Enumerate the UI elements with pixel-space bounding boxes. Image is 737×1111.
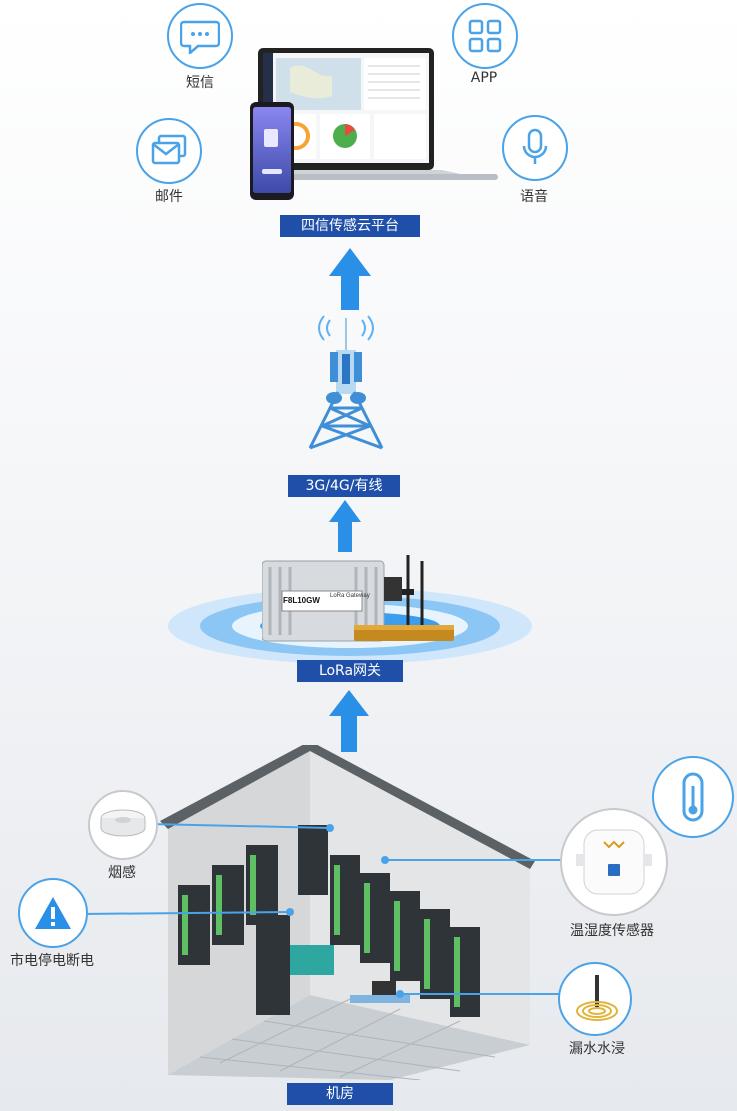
app-label: APP [470,70,498,86]
platform-label: 四信传感云平台 [280,215,420,237]
voice-label: 语音 [520,189,548,205]
thermometer-icon [652,756,734,838]
app-grid-icon [452,3,518,69]
server-room-illustration [160,745,540,1080]
laptop-illustration [250,44,505,204]
temp-humidity-sensor-icon [560,808,668,916]
power-failure-label: 市电停电断电 [10,953,94,969]
up-arrow [329,248,371,310]
smoke-label: 烟感 [108,865,136,881]
water-leak-sensor-icon [558,962,632,1036]
room-label: 机房 [287,1083,393,1105]
cell-tower-icon [300,312,392,452]
temp-humidity-label: 温湿度传感器 [570,923,654,939]
gateway-model-text: F8L10GW [283,596,320,605]
warning-icon [18,878,88,948]
email-label: 邮件 [155,189,183,205]
sms-icon [167,3,233,69]
up-arrow [329,690,369,752]
network-label: 3G/4G/有线 [288,475,400,497]
smoke-detector-icon [88,790,158,860]
lora-gateway-device [262,555,462,647]
gateway-brand-text: LoRa Gateway [330,593,370,599]
email-icon [136,118,202,184]
sms-label: 短信 [186,75,214,91]
water-leak-label: 漏水水浸 [569,1041,625,1057]
gateway-label: LoRa网关 [297,660,403,682]
microphone-icon [502,115,568,181]
up-arrow [329,500,361,552]
